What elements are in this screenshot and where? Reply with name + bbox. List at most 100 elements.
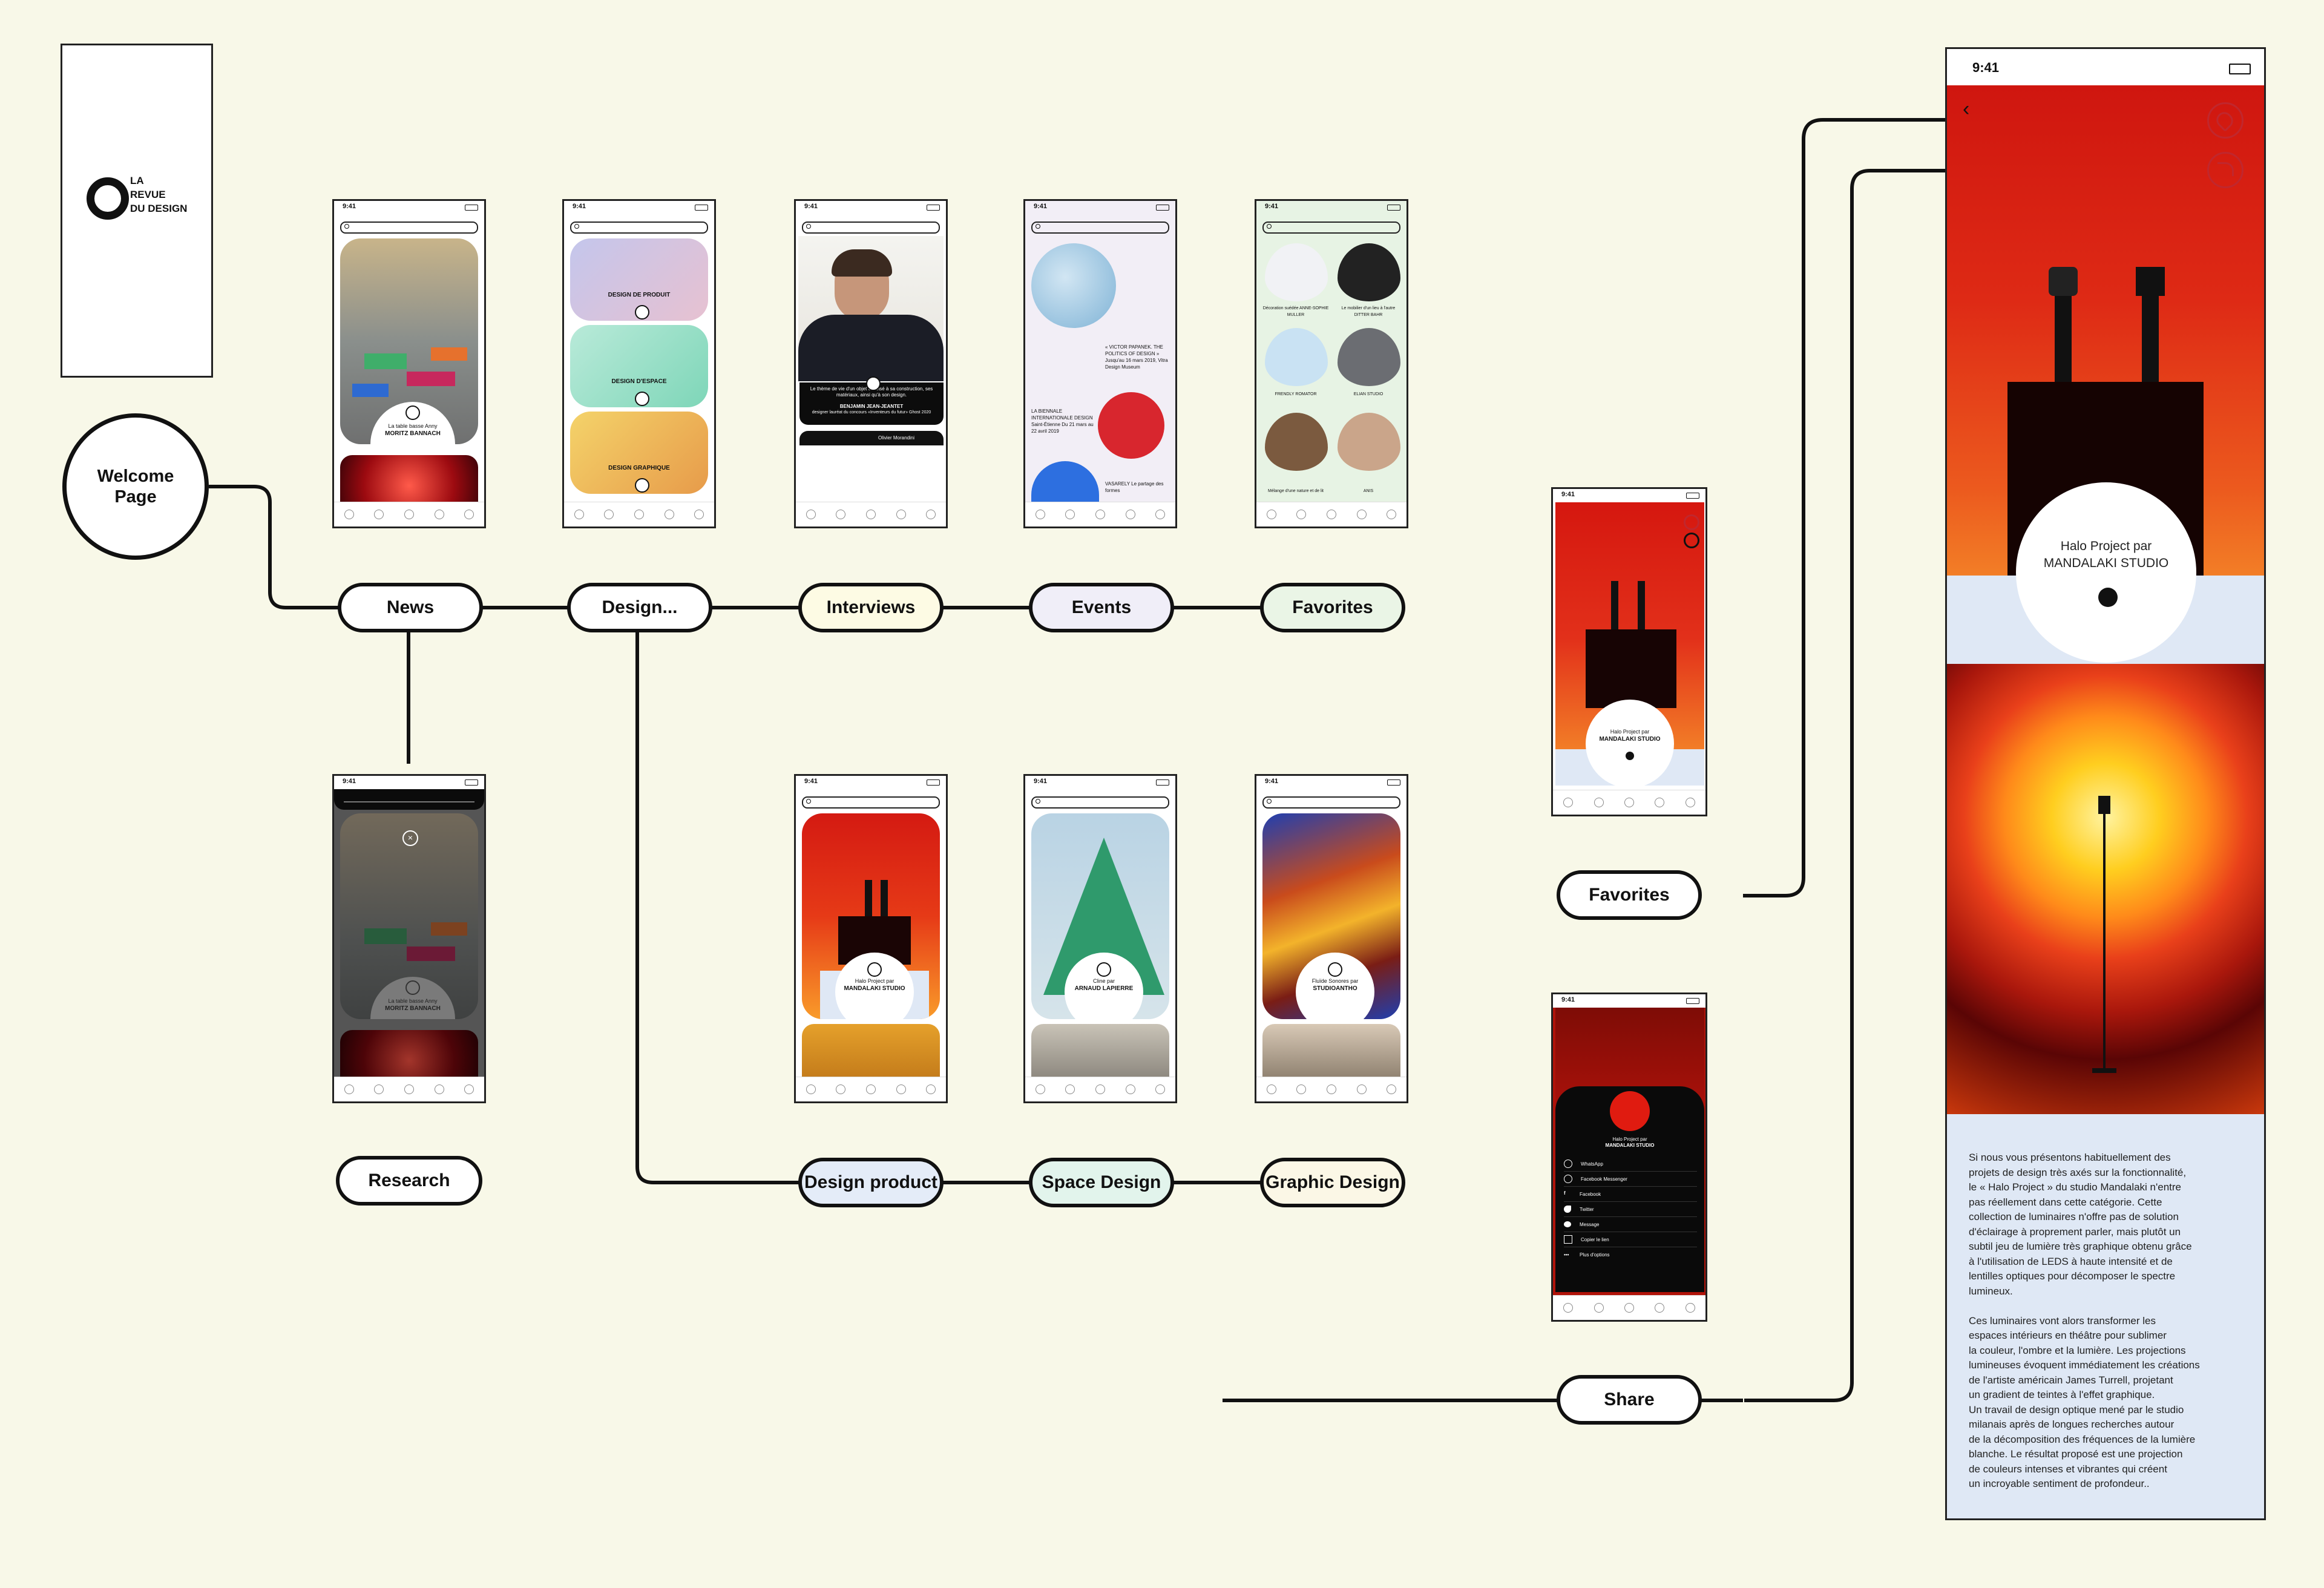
message-icon — [1564, 1221, 1571, 1227]
screen-news: 9:41 La table basse Anny MORITZ BANNACH — [332, 199, 486, 528]
close-icon[interactable]: × — [402, 830, 418, 846]
cline-card[interactable]: Cline par ARNAUD LAPIERRE — [1031, 813, 1169, 1019]
news-card-2[interactable] — [340, 455, 478, 506]
ring-icon[interactable] — [866, 376, 881, 391]
favorite-heart-6[interactable] — [1338, 413, 1400, 471]
favorite-heart-2[interactable] — [1338, 243, 1400, 301]
pill-side-share[interactable]: Share — [1557, 1375, 1702, 1425]
screen-share-sheet: 9:41 Halo Project par MANDALAKI STUDIO W… — [1551, 993, 1707, 1322]
tab-bar[interactable] — [796, 1077, 946, 1101]
share-icon[interactable] — [2207, 152, 2244, 188]
share-option-message[interactable]: Message — [1564, 1217, 1697, 1232]
tab-bar[interactable] — [334, 502, 484, 527]
share-option-messenger[interactable]: Facebook Messenger — [1564, 1172, 1697, 1187]
favorite-heart-3[interactable] — [1265, 328, 1328, 386]
screen-favorites: 9:41 Décoration suédée ANNE-SOPHIE MULLE… — [1255, 199, 1408, 528]
active-dot-icon — [1626, 752, 1634, 760]
tab-bar[interactable] — [1256, 502, 1407, 527]
share-option-more[interactable]: •••Plus d'options — [1564, 1252, 1610, 1258]
next-card[interactable] — [1031, 1024, 1169, 1081]
logo-text: LA REVUE DU DESIGN — [130, 175, 188, 214]
next-card[interactable] — [1262, 1024, 1400, 1081]
design-graphic-card[interactable]: DESIGN GRAPHIQUE — [570, 412, 708, 494]
tab-bar[interactable] — [1256, 1077, 1407, 1101]
screen-space-design: 9:41 Cline par ARNAUD LAPIERRE — [1023, 774, 1177, 1103]
tab-bar[interactable] — [564, 502, 714, 527]
link-icon — [1564, 1235, 1572, 1244]
screen-favorites-action: 9:41 Halo Project par MANDALAKI STUDIO — [1551, 487, 1707, 816]
search-input[interactable] — [1031, 796, 1169, 809]
pill-interviews[interactable]: Interviews — [798, 583, 944, 632]
event-image-3[interactable] — [1031, 461, 1099, 504]
status-bar: 9:41 — [334, 201, 484, 214]
next-card[interactable] — [802, 1024, 940, 1081]
design-product-card[interactable]: DESIGN DE PRODUIT — [570, 238, 708, 321]
caption-line-1: Halo Project par — [2060, 539, 2152, 553]
pill-graphic-design[interactable]: Graphic Design — [1260, 1158, 1405, 1207]
caption-disc — [2016, 482, 2196, 663]
tab-bar[interactable] — [1553, 1295, 1705, 1320]
search-input[interactable] — [570, 221, 708, 234]
portrait-photo — [798, 236, 944, 381]
share-icon[interactable] — [1684, 533, 1699, 548]
share-sheet: Halo Project par MANDALAKI STUDIO WhatsA… — [1555, 1086, 1704, 1292]
screen-halo-detail: 9:41 ‹ Halo Project par MANDALAKI STUDIO… — [1945, 47, 2266, 1520]
search-input[interactable] — [1262, 796, 1400, 809]
ring-icon[interactable] — [635, 392, 649, 406]
ring-icon[interactable] — [1097, 962, 1111, 977]
search-input[interactable] — [340, 221, 478, 234]
design-space-card[interactable]: DESIGN D'ESPACE — [570, 325, 708, 407]
tab-bar[interactable] — [1025, 1077, 1175, 1101]
pill-space-design[interactable]: Space Design — [1029, 1158, 1174, 1207]
search-input[interactable] — [802, 221, 940, 234]
pill-events[interactable]: Events — [1029, 583, 1174, 632]
pill-side-favorites[interactable]: Favorites — [1557, 870, 1702, 920]
share-option-twitter[interactable]: Twitter — [1564, 1202, 1697, 1217]
ring-icon[interactable] — [635, 305, 649, 320]
share-option-whatsapp[interactable]: WhatsApp — [1564, 1157, 1697, 1172]
next-card: Olivier Morandini — [799, 431, 944, 445]
search-input[interactable] — [1031, 221, 1169, 234]
tab-bar[interactable] — [1025, 502, 1175, 527]
fluide-sonores-card[interactable]: Fluïde Sonores par STUDIOANTHO — [1262, 813, 1400, 1019]
article-body: Si nous vous présentons habituellement d… — [1969, 1152, 2200, 1489]
event-image-2[interactable] — [1098, 392, 1164, 459]
search-input[interactable] — [1262, 221, 1400, 234]
search-input[interactable] — [802, 796, 940, 809]
heart-icon[interactable] — [1684, 514, 1699, 530]
logo-screen: LA REVUE DU DESIGN — [61, 44, 213, 378]
active-dot-icon — [2098, 588, 2118, 607]
tab-bar[interactable] — [1553, 790, 1705, 815]
back-icon[interactable]: ‹ — [1963, 97, 1970, 120]
bookmark-ring-icon[interactable] — [405, 405, 420, 420]
heart-icon[interactable] — [2207, 102, 2244, 139]
event-image-1[interactable] — [1031, 243, 1116, 328]
pill-design-product[interactable]: Design product — [798, 1158, 944, 1207]
favorite-heart-1[interactable] — [1265, 243, 1328, 301]
favorite-heart-5[interactable] — [1265, 413, 1328, 471]
screen-graphic-design: 9:41 Fluïde Sonores par STUDIOANTHO — [1255, 774, 1408, 1103]
search-overlay[interactable] — [334, 789, 484, 810]
ring-icon[interactable] — [867, 962, 882, 977]
status-bar: 9:41 — [1947, 49, 2264, 85]
tab-bar[interactable] — [334, 1077, 484, 1101]
ring-icon[interactable] — [1328, 962, 1342, 977]
messenger-icon — [1564, 1175, 1572, 1183]
share-option-copy-link[interactable]: Copier le lien — [1564, 1232, 1697, 1247]
news-card-2-dimmed — [340, 1030, 478, 1081]
pill-design[interactable]: Design... — [567, 583, 712, 632]
news-card-dimmed: La table basse Anny MORITZ BANNACH — [340, 813, 478, 1019]
pill-favorites[interactable]: Favorites — [1260, 583, 1405, 632]
screen-events: 9:41 « VICTOR PAPANEK. THE POLITICS OF D… — [1023, 199, 1177, 528]
halo-project-card[interactable]: Halo Project par MANDALAKI STUDIO — [802, 813, 940, 1019]
ring-icon[interactable] — [635, 478, 649, 493]
pill-research[interactable]: Research — [336, 1156, 482, 1206]
news-card[interactable]: La table basse Anny MORITZ BANNACH — [340, 238, 478, 444]
tab-bar[interactable] — [796, 502, 946, 527]
favorite-heart-4[interactable] — [1338, 328, 1400, 386]
lamp-photo — [1947, 664, 2264, 1114]
pill-news[interactable]: News — [338, 583, 483, 632]
